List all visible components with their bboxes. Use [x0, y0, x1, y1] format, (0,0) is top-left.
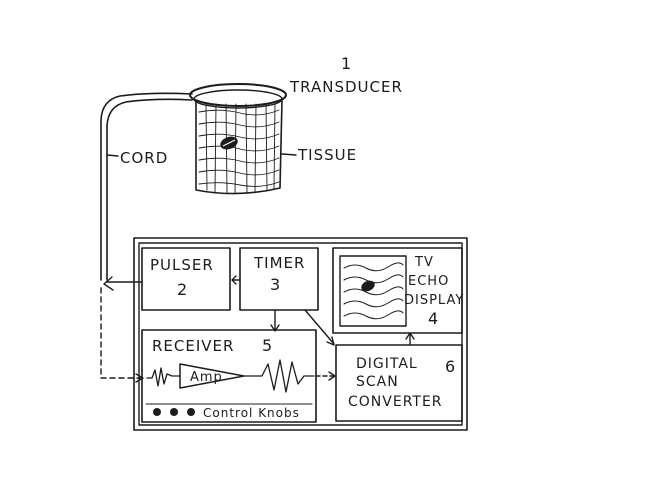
control-knob-3[interactable] — [187, 408, 195, 416]
timer-to-pulser-arrow — [231, 275, 241, 285]
receiver-number: 5 — [262, 336, 273, 355]
pulser-label: PULSER — [150, 256, 214, 274]
display-line1: TV — [414, 255, 434, 270]
amplifier-symbol — [179, 363, 245, 389]
system-housing — [133, 237, 468, 431]
converter-line2: SCAN — [356, 374, 399, 390]
pulser-number: 2 — [177, 280, 188, 299]
transducer-number: 1 — [341, 54, 352, 73]
timer-to-receiver-arrow — [270, 309, 280, 332]
pulser-box — [141, 247, 231, 311]
display-echo-lines — [343, 262, 404, 320]
receiver-label: RECEIVER — [152, 337, 234, 355]
display-echo-blob — [361, 280, 375, 292]
tissue-label: TISSUE — [297, 146, 357, 164]
timer-label: TIMER — [253, 254, 305, 272]
converter-to-display-arrow — [405, 332, 415, 345]
receiver-input-waveform — [146, 367, 181, 387]
converter-box — [335, 344, 463, 422]
control-knob-1[interactable] — [153, 408, 161, 416]
display-line2: ECHO — [408, 274, 449, 289]
transducer-ring — [189, 83, 287, 107]
display-number: 4 — [428, 309, 439, 328]
converter-line3: CONVERTER — [348, 394, 443, 410]
transducer-assembly — [189, 83, 287, 195]
transducer-label: TRANSDUCER — [289, 78, 403, 96]
converter-line1: DIGITAL — [356, 356, 418, 372]
cord-inner — [106, 98, 193, 281]
cord-outer — [100, 92, 193, 281]
pulser-to-cord-arrowhead — [103, 276, 114, 291]
converter-number: 6 — [445, 357, 456, 376]
tissue-block — [195, 99, 283, 195]
echo-return-path — [100, 287, 143, 379]
control-knob-2[interactable] — [170, 408, 178, 416]
receiver-output-waveform — [243, 359, 315, 393]
timer-to-converter-arrow — [304, 309, 335, 346]
display-line3: DISPLAY — [404, 293, 464, 308]
amplifier-label: Amp — [190, 370, 223, 385]
tissue-texture — [198, 103, 280, 194]
transducer-face — [193, 89, 283, 109]
system-housing-inner — [138, 242, 463, 426]
timer-number: 3 — [270, 275, 281, 294]
cord-label: CORD — [120, 149, 168, 167]
timer-box — [239, 247, 319, 311]
display-screen — [339, 255, 407, 327]
display-box — [332, 247, 463, 334]
control-knobs-label: Control Knobs — [203, 406, 300, 420]
